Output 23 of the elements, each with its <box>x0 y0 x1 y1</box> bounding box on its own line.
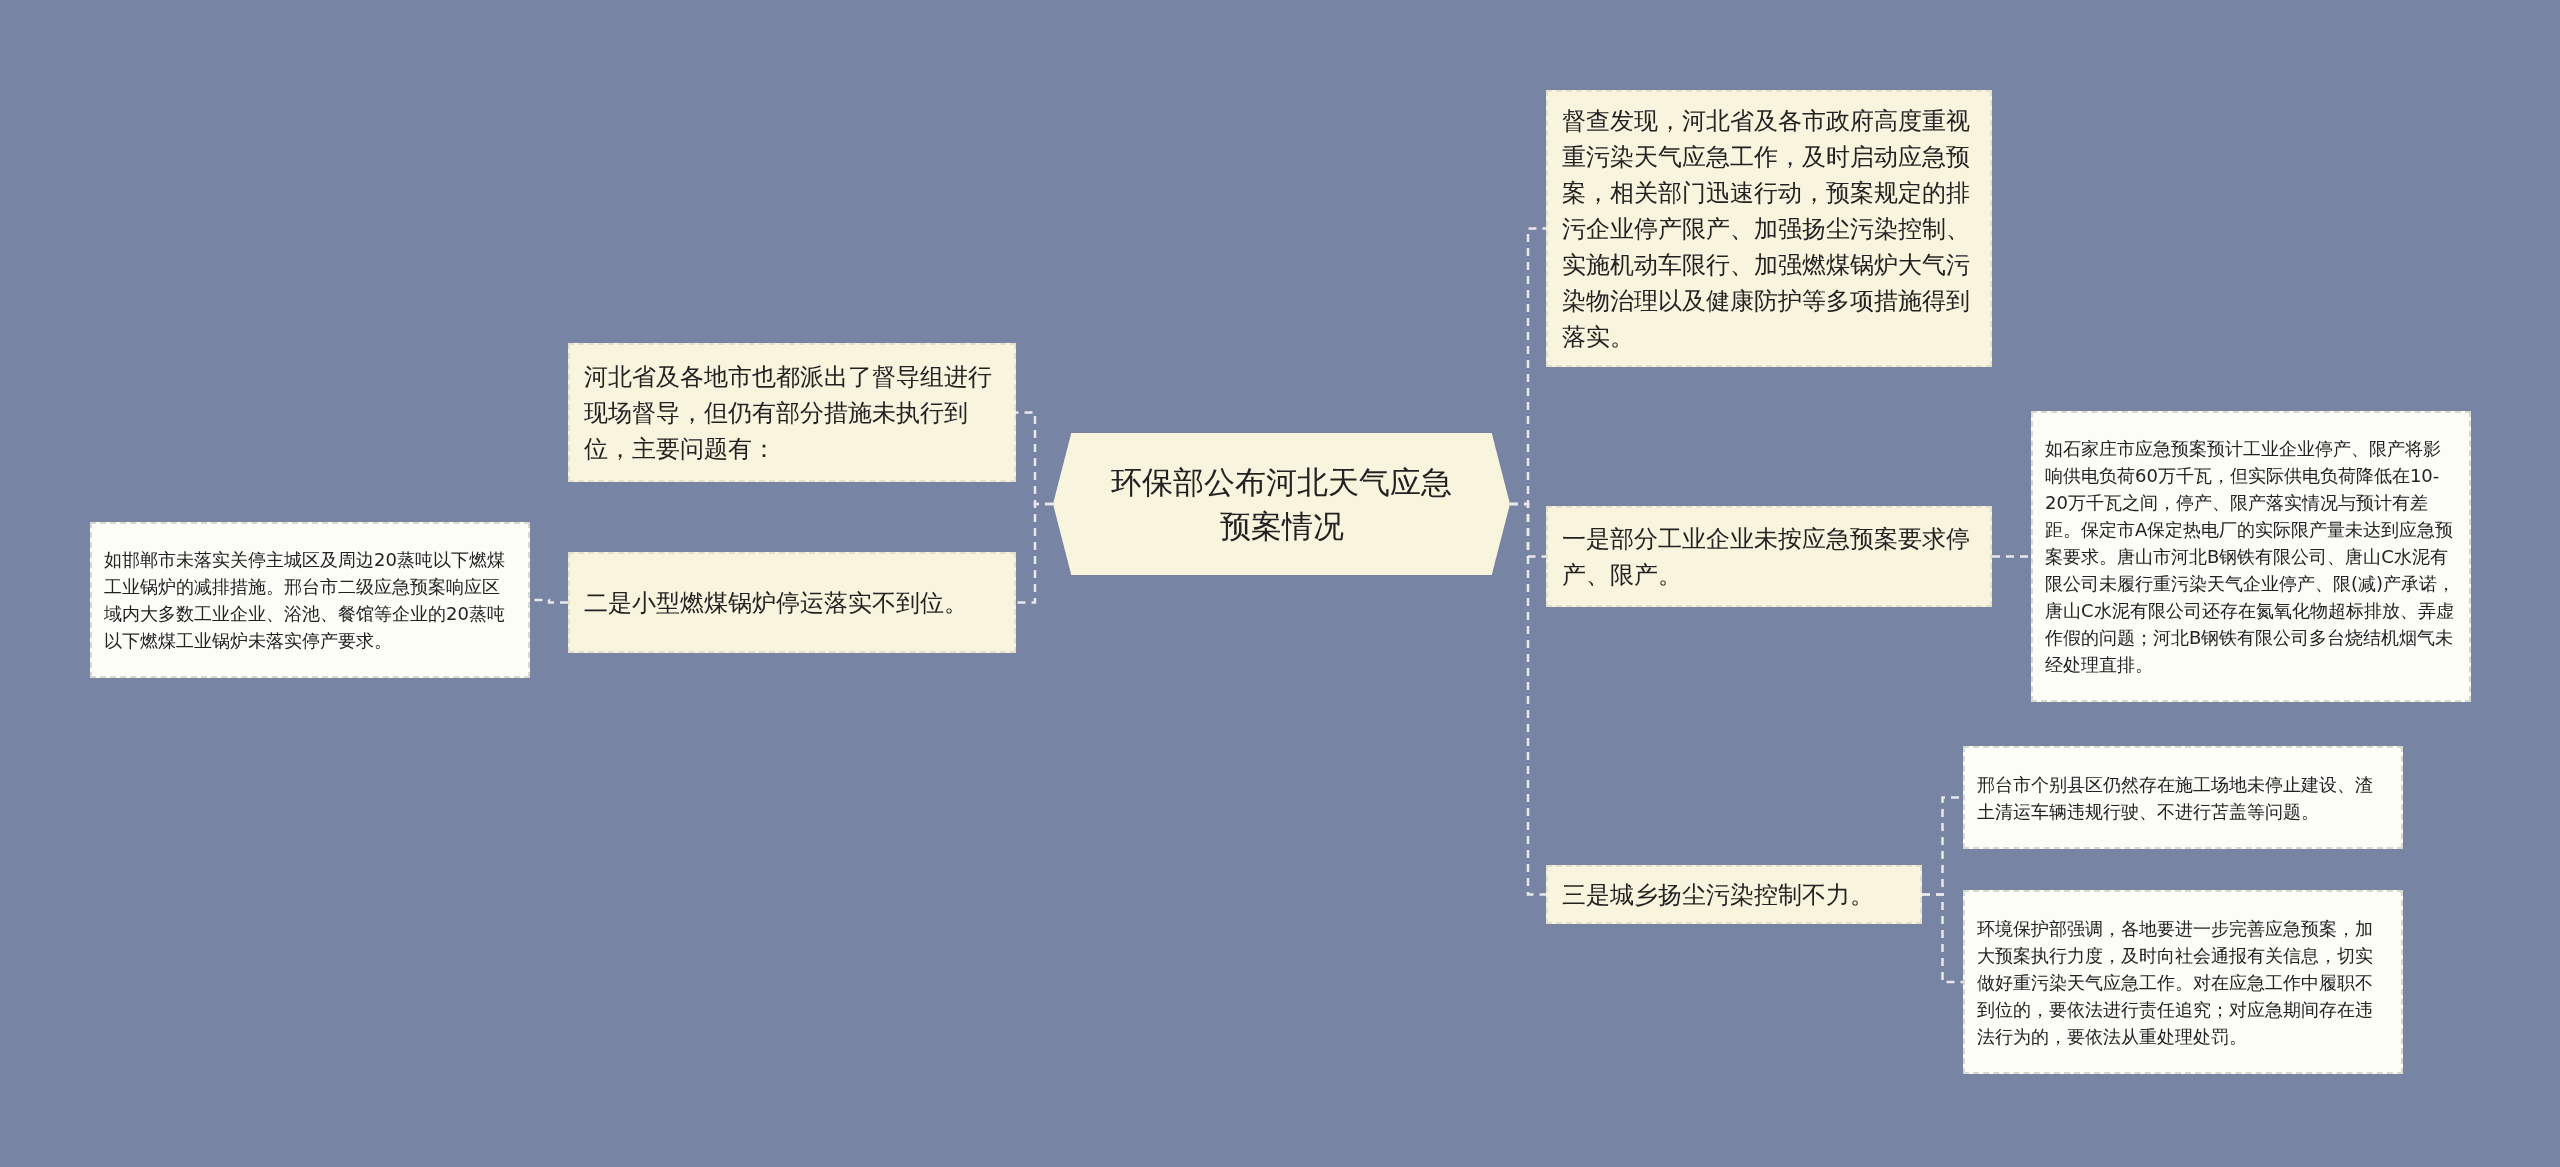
topic-text: 如石家庄市应急预案预计工业企业停产、限产将影响供电负荷60万千瓦，但实际供电负荷降低在10-20万千瓦之间，停产、限产落实情况与预计有差距。保定市A保定热电厂的实际限产量未达到应急预案要求。唐山市河北B钢铁有限公司、唐山C水泥有限公司未履行重污染天气企业停产、限(减)产承诺，唐山C水泥有限公司还存在氮氧化物超标排放、弄虚作假的问题；河北B钢铁有限公司多台烧结机烟气未经处理直排。 <box>2045 437 2457 677</box>
topic-text: 环境保护部强调，各地要进一步完善应急预案，加大预案执行力度，及时向社会通报有关信息，切实做好重污染天气应急工作。对在应急工作中履职不到位的，要依法进行责任追究；对应急期间存在违法行为的，要依法从重处理处罚。 <box>1977 916 2374 1049</box>
detail-box <box>1963 746 2403 849</box>
connector-line <box>1992 555 2031 558</box>
topic-text: 一是部分工业企业未按应急预案要求停产、限产。 <box>1562 523 1971 591</box>
topic-text: 如邯郸市未落实关停主城区及周边20蒸吨以下燃煤工业锅炉的减排措施。邢台市二级应急预案响应区域内大多数工业企业、浴池、餐馆等企业的20蒸吨以下燃煤工业锅炉未落实停产要求。 <box>104 548 506 653</box>
topic-text: 二是小型燃煤锅炉停运落实不到位。 <box>584 587 968 619</box>
detail-box <box>2031 411 2471 702</box>
connector-line <box>1016 502 1053 604</box>
topic-box <box>1546 506 1992 607</box>
detail-box <box>90 522 530 678</box>
topic-text: 督查发现，河北省及各市政府高度重视重污染天气应急工作，及时启动应急预案，相关部门迅速行动，预案规定的排污企业停产限产、加强扬尘污染控制、实施机动车限行、加强燃煤锅炉大气污染物治理以及健康防护等多项措施得到落实。 <box>1562 105 1971 353</box>
topic-box <box>1546 90 1992 367</box>
topic-box <box>568 343 1016 482</box>
topic-text: 河北省及各地市也都派出了督导组进行现场督导，但仍有部分措施未执行到位，主要问题有： <box>584 361 993 465</box>
topic-text: 邢台市个别县区仍然存在施工场地未停止建设、渣土清运车辆违规行驶、不进行苫盖等问题。 <box>1977 772 2374 824</box>
connector-line <box>1922 893 1963 984</box>
topic-box <box>568 552 1016 653</box>
topic-text: 环保部公布河北天气应急预案情况 <box>1110 463 1453 546</box>
connector-line <box>1510 502 1546 896</box>
topic-box <box>1546 865 1922 924</box>
topic-text: 三是城乡扬尘污染控制不力。 <box>1562 879 1874 911</box>
detail-box <box>1963 890 2403 1074</box>
